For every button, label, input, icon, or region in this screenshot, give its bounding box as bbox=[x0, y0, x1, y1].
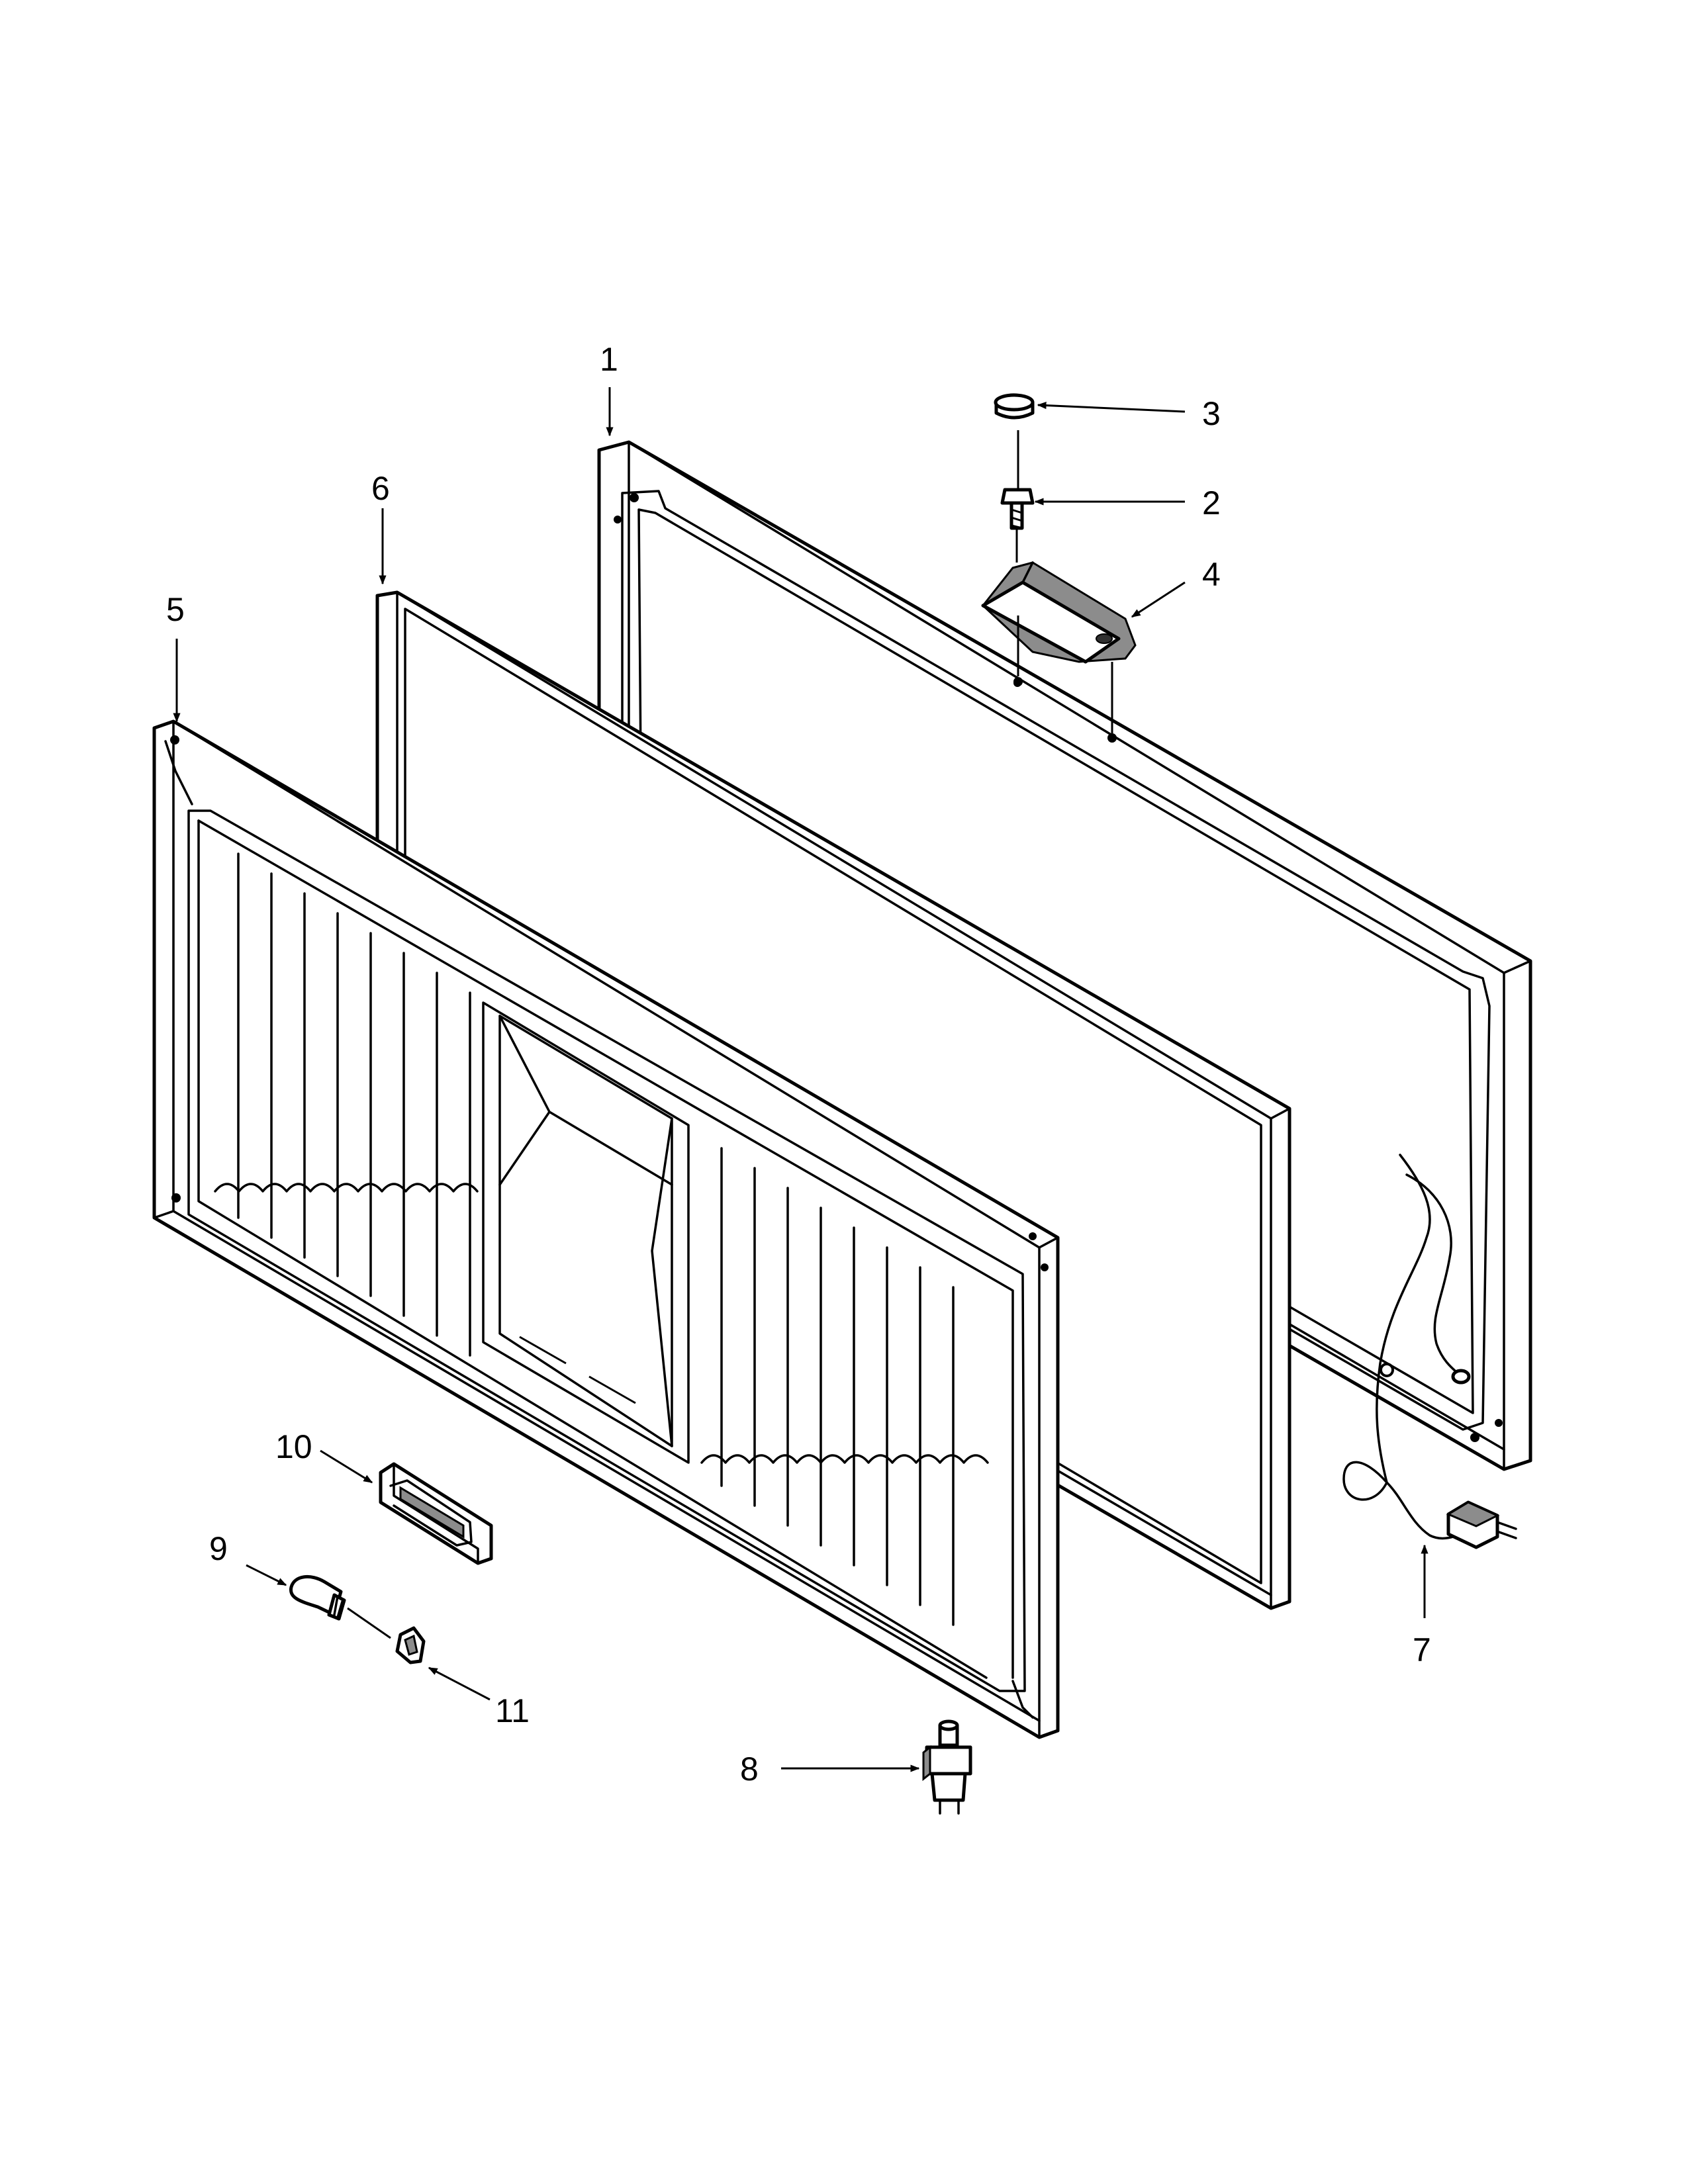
callout-lines bbox=[173, 387, 1429, 1772]
door-switch bbox=[922, 1719, 972, 1815]
callout-11: 11 bbox=[495, 1692, 530, 1729]
wiring-harness bbox=[1342, 1154, 1517, 1549]
hinge-bracket bbox=[981, 561, 1137, 743]
callout-labels: 1 2 3 4 5 6 7 8 9 10 11 bbox=[166, 341, 1431, 1788]
hinge-screw bbox=[1000, 488, 1035, 563]
callout-8: 8 bbox=[740, 1751, 759, 1788]
callout-9: 9 bbox=[209, 1530, 228, 1567]
light-socket bbox=[347, 1607, 426, 1664]
callout-5: 5 bbox=[166, 591, 185, 628]
callout-10: 10 bbox=[275, 1428, 312, 1465]
hinge-cap bbox=[994, 393, 1035, 490]
callout-3: 3 bbox=[1202, 395, 1221, 432]
callout-4: 4 bbox=[1202, 556, 1221, 593]
door-inner-liner bbox=[152, 719, 1060, 1739]
callout-1: 1 bbox=[600, 341, 618, 378]
callout-6: 6 bbox=[371, 470, 390, 507]
callout-7: 7 bbox=[1413, 1631, 1431, 1668]
light-housing bbox=[379, 1462, 493, 1565]
light-bulb bbox=[289, 1574, 346, 1621]
callout-2: 2 bbox=[1202, 484, 1221, 522]
